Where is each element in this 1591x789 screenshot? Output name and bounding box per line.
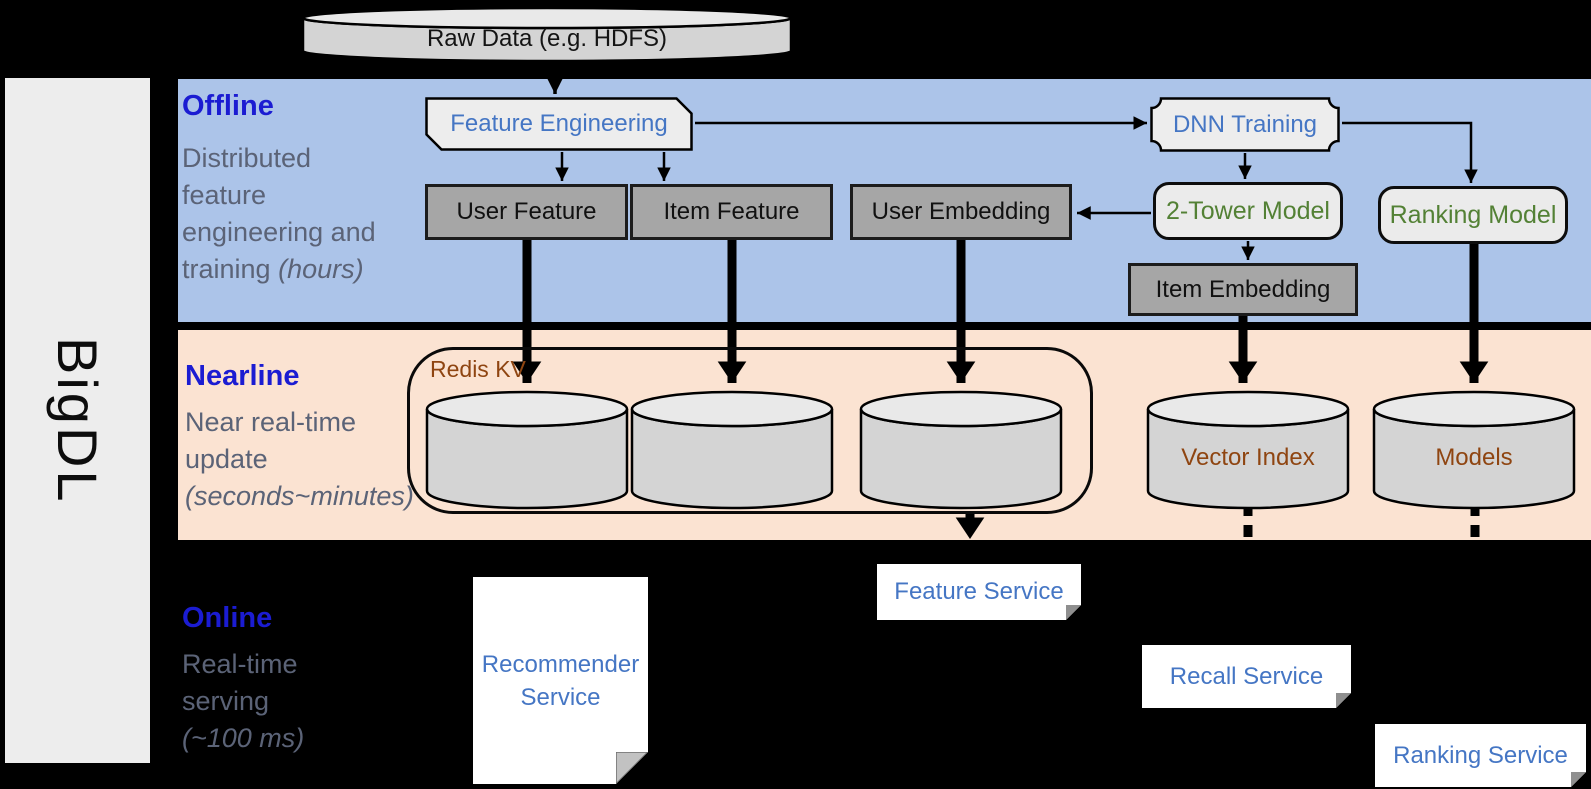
redis-kv-label: Redis KV [430, 356, 526, 382]
ranking-model-label: Ranking Model [1389, 200, 1557, 229]
recall-service-node: Recall Service [1142, 645, 1351, 708]
desc-line: training (hours) [182, 254, 364, 284]
dnn-training-label: DNN Training [1172, 110, 1318, 138]
raw-data-store: Raw Data (e.g. HDFS) [300, 4, 794, 66]
user-feature-node: User Feature [425, 184, 628, 240]
two-tower-model-label: 2-Tower Model [1166, 196, 1330, 225]
snip-rect-shape [425, 97, 693, 151]
feature-service-label: Feature Service [894, 578, 1064, 605]
redis-store-cylinder-3 [858, 388, 1064, 512]
bigdl-sidebar: BigDL [5, 78, 150, 763]
models-store: Models [1371, 388, 1577, 512]
user-embedding-node: User Embedding [850, 184, 1072, 240]
bigdl-logo-text: BigDL [46, 336, 109, 505]
user-feature-label: User Feature [456, 198, 597, 225]
redis-kv-frame [407, 347, 1093, 514]
raw-data-label: Raw Data (e.g. HDFS) [426, 25, 668, 52]
recommender-service-node: Recommender Service [473, 577, 648, 784]
item-embedding-node: Item Embedding [1128, 263, 1358, 316]
recommender-service-label: Recommender Service [481, 650, 640, 711]
cylinder-shape [1146, 390, 1350, 510]
user-embedding-label: User Embedding [871, 198, 1051, 225]
cylinder-shape [425, 390, 629, 510]
item-feature-node: Item Feature [630, 184, 833, 240]
desc-line: engineering and [182, 217, 376, 247]
cylinder-shape [301, 6, 793, 63]
vector-index-store: Vector Index [1145, 388, 1351, 512]
nearline-description: Near real-time update (seconds~minutes) [185, 404, 414, 515]
cylinder-shape [630, 390, 834, 510]
cylinder-shape [859, 390, 1063, 510]
ranking-service-node: Ranking Service [1375, 724, 1586, 787]
folded-corner-icon [1336, 693, 1351, 708]
ranking-service-label: Ranking Service [1393, 741, 1568, 769]
models-label: Models [1435, 444, 1513, 471]
offline-description: Distributed feature engineering and trai… [182, 140, 376, 288]
plaque-shape [1150, 97, 1340, 152]
desc-line: feature [182, 180, 267, 210]
desc-line: update [185, 444, 268, 474]
desc-line: Real-time [182, 649, 298, 679]
desc-line: Distributed [182, 143, 312, 173]
folded-corner-icon [616, 752, 648, 784]
two-tower-model-node: 2-Tower Model [1153, 182, 1343, 240]
folded-corner-icon [1571, 772, 1586, 787]
redis-store-cylinder-2 [629, 388, 835, 512]
offline-title: Offline [182, 90, 274, 122]
recall-service-label: Recall Service [1169, 662, 1324, 690]
online-description: Real-time serving (~100 ms) [182, 646, 304, 757]
item-embedding-label: Item Embedding [1155, 275, 1331, 303]
online-title: Online [182, 602, 273, 634]
desc-line: (~100 ms) [182, 723, 305, 753]
item-feature-label: Item Feature [663, 198, 800, 225]
feature-engineering-label: Feature Engineering [450, 110, 668, 137]
redis-store-cylinder-1 [424, 388, 630, 512]
vector-index-label: Vector Index [1181, 444, 1315, 471]
ranking-model-node: Ranking Model [1378, 186, 1568, 244]
folded-corner-icon [1066, 605, 1081, 620]
feature-service-node: Feature Service [877, 564, 1081, 620]
dnn-training-node: DNN Training [1150, 97, 1340, 152]
nearline-title: Nearline [185, 360, 300, 392]
desc-line: (seconds~minutes) [185, 481, 414, 511]
desc-line: Near real-time [185, 407, 357, 437]
cylinder-shape [1372, 390, 1576, 510]
desc-line: serving [182, 686, 270, 716]
feature-engineering-node: Feature Engineering [425, 97, 693, 151]
